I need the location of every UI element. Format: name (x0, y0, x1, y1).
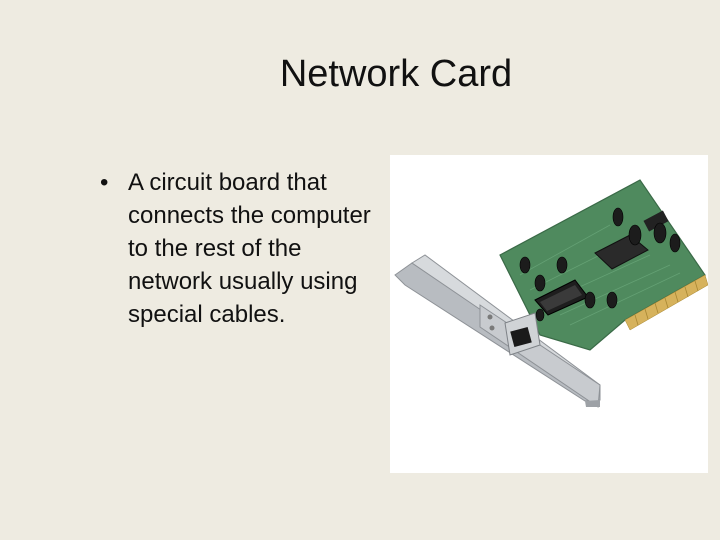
network-card-image (390, 155, 708, 473)
bullet-item: • A circuit board that connects the comp… (100, 166, 390, 331)
bullet-list: • A circuit board that connects the comp… (100, 166, 390, 331)
bullet-text: A circuit board that connects the comput… (128, 169, 371, 328)
bullet-marker: • (100, 169, 109, 196)
network-card-illustration (394, 179, 708, 408)
slide-title: Network Card (279, 53, 513, 95)
